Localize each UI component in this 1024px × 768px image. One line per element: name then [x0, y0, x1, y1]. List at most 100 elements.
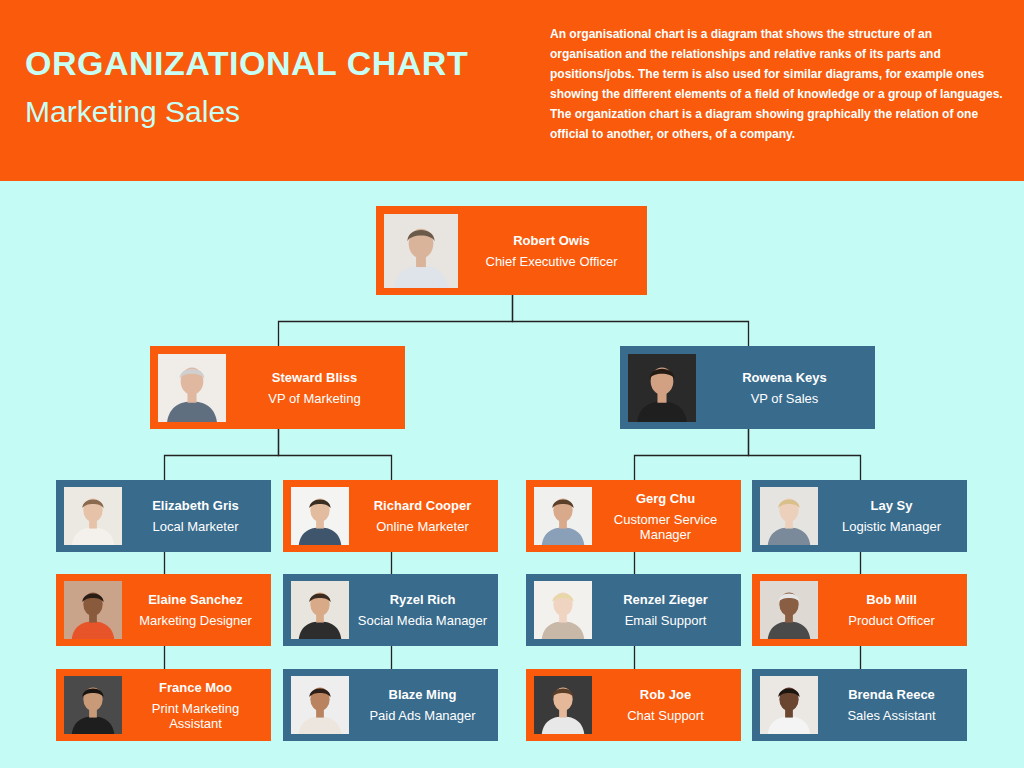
photo-shoulders: [167, 401, 217, 421]
job-title: Email Support: [598, 613, 733, 628]
connector-line: [635, 429, 749, 480]
photo-face: [779, 688, 798, 711]
person-name: Brenda Reece: [824, 687, 959, 703]
person-name: Steward Bliss: [232, 370, 397, 386]
org-box: Ryzel RichSocial Media Manager: [283, 574, 498, 646]
portrait-photo: [291, 676, 349, 734]
photo-background: [291, 581, 349, 639]
org-box: Gerg ChuCustomer Service Manager: [526, 480, 741, 552]
photo-face: [83, 499, 102, 522]
photo-hair: [309, 689, 330, 698]
person-text: France MooPrint Marketing Assistant: [122, 680, 263, 731]
photo-face: [310, 688, 329, 711]
photo-hair: [82, 689, 103, 698]
person-name: Elaine Sanchez: [128, 592, 263, 608]
job-title: Sales Assistant: [824, 708, 959, 723]
person-name: Gerg Chu: [598, 491, 733, 507]
photo-hair: [407, 230, 434, 241]
photo-hair: [552, 594, 573, 603]
description-text: An organisational chart is a diagram tha…: [550, 24, 1005, 144]
job-title: Chief Executive Officer: [464, 254, 639, 269]
portrait-image: [534, 487, 592, 545]
portrait-photo: [760, 676, 818, 734]
connector-line: [749, 429, 861, 480]
job-title: VP of Marketing: [232, 391, 397, 406]
job-title: Logistic Manager: [824, 519, 959, 534]
photo-face: [553, 688, 572, 711]
portrait-photo: [534, 487, 592, 545]
photo-hair: [309, 594, 330, 603]
photo-background: [291, 676, 349, 734]
photo-shoulders: [299, 528, 342, 545]
connector-line: [860, 646, 861, 669]
portrait-image: [628, 354, 696, 422]
photo-face: [310, 593, 329, 616]
person-text: Steward Bliss VP of Marketing: [226, 370, 397, 406]
portrait-image: [384, 214, 458, 288]
connector-line: [391, 552, 392, 574]
portrait-image: [534, 676, 592, 734]
person-name: Elizabeth Gris: [128, 498, 263, 514]
photo-shoulders: [72, 717, 115, 734]
photo-hair: [650, 368, 675, 378]
person-text: Blaze MingPaid Ads Manager: [349, 687, 490, 723]
photo-background: [64, 676, 122, 734]
photo-hair: [309, 500, 330, 509]
person-text: Elaine SanchezMarketing Designer: [122, 592, 263, 628]
org-box: Brenda ReeceSales Assistant: [752, 669, 967, 741]
photo-shoulders: [637, 401, 687, 421]
org-box: Richard CooperOnline Marketer: [283, 480, 498, 552]
photo-shoulders: [768, 528, 811, 545]
job-title: Local Marketer: [128, 519, 263, 534]
photo-hair: [778, 594, 799, 603]
photo-face: [553, 499, 572, 522]
person-name: Lay Sy: [824, 498, 959, 514]
person-text: Bob MillProduct Officer: [818, 592, 959, 628]
photo-background: [760, 581, 818, 639]
header-band: ORGANIZATIONAL CHART Marketing Sales An or…: [0, 0, 1024, 181]
connector-line: [164, 552, 165, 574]
job-title: Chat Support: [598, 708, 733, 723]
portrait-photo: [534, 581, 592, 639]
connector-line: [634, 646, 635, 669]
portrait-photo: [628, 354, 696, 422]
portrait-image: [760, 581, 818, 639]
photo-shoulders: [768, 717, 811, 734]
portrait-image: [158, 354, 226, 422]
org-box: France MooPrint Marketing Assistant: [56, 669, 271, 741]
portrait-image: [64, 487, 122, 545]
person-text: Brenda ReeceSales Assistant: [818, 687, 959, 723]
photo-shoulders: [299, 717, 342, 734]
person-name: Rowena Keys: [702, 370, 867, 386]
portrait-image: [64, 581, 122, 639]
portrait-photo: [760, 487, 818, 545]
connector-line: [634, 552, 635, 574]
photo-background: [760, 487, 818, 545]
org-box: Blaze MingPaid Ads Manager: [283, 669, 498, 741]
chart-title: ORGANIZATIONAL CHART: [25, 44, 468, 83]
portrait-image: [760, 487, 818, 545]
portrait-image: [291, 676, 349, 734]
portrait-photo: [64, 581, 122, 639]
person-name: Bob Mill: [824, 592, 959, 608]
connector-line: [513, 295, 749, 346]
org-box: Elaine SanchezMarketing Designer: [56, 574, 271, 646]
person-text: Gerg ChuCustomer Service Manager: [592, 491, 733, 542]
job-title: Product Officer: [824, 613, 959, 628]
person-text: Robert OwisChief Executive Officer: [458, 233, 639, 269]
photo-background: [158, 354, 226, 422]
photo-hair: [180, 368, 205, 378]
person-name: Robert Owis: [464, 233, 639, 249]
person-text: Ryzel RichSocial Media Manager: [349, 592, 490, 628]
job-title: Customer Service Manager: [598, 512, 733, 542]
portrait-image: [760, 676, 818, 734]
person-name: Renzel Zieger: [598, 592, 733, 608]
photo-shoulders: [542, 717, 585, 734]
job-title: Paid Ads Manager: [355, 708, 490, 723]
chart-subtitle: Marketing Sales: [25, 95, 240, 129]
portrait-photo: [64, 487, 122, 545]
photo-hair: [82, 500, 103, 509]
photo-shoulders: [299, 622, 342, 639]
portrait-image: [64, 676, 122, 734]
